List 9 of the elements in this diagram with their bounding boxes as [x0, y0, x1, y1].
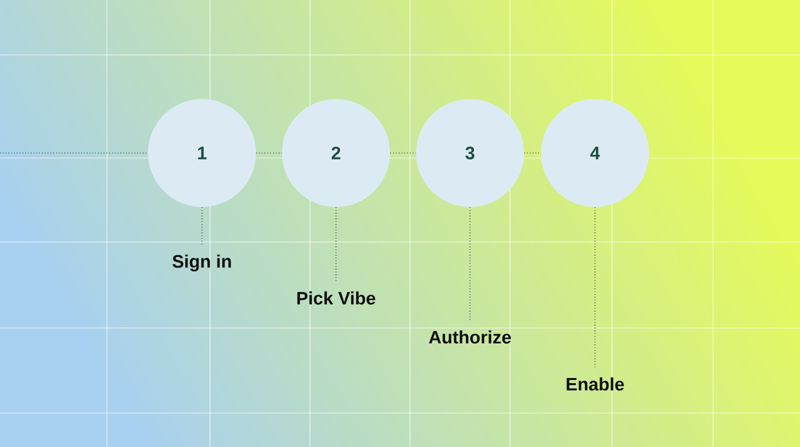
connector-line [390, 152, 416, 154]
connector-line [256, 152, 282, 154]
step-label: Sign in [172, 254, 231, 272]
step-label: Pick Vibe [297, 291, 376, 305]
connector-line [0, 152, 148, 154]
connector-line [524, 152, 542, 154]
leader-line [594, 206, 596, 368]
step-label: Authorize [428, 330, 511, 344]
step-label: Enable [566, 377, 624, 391]
